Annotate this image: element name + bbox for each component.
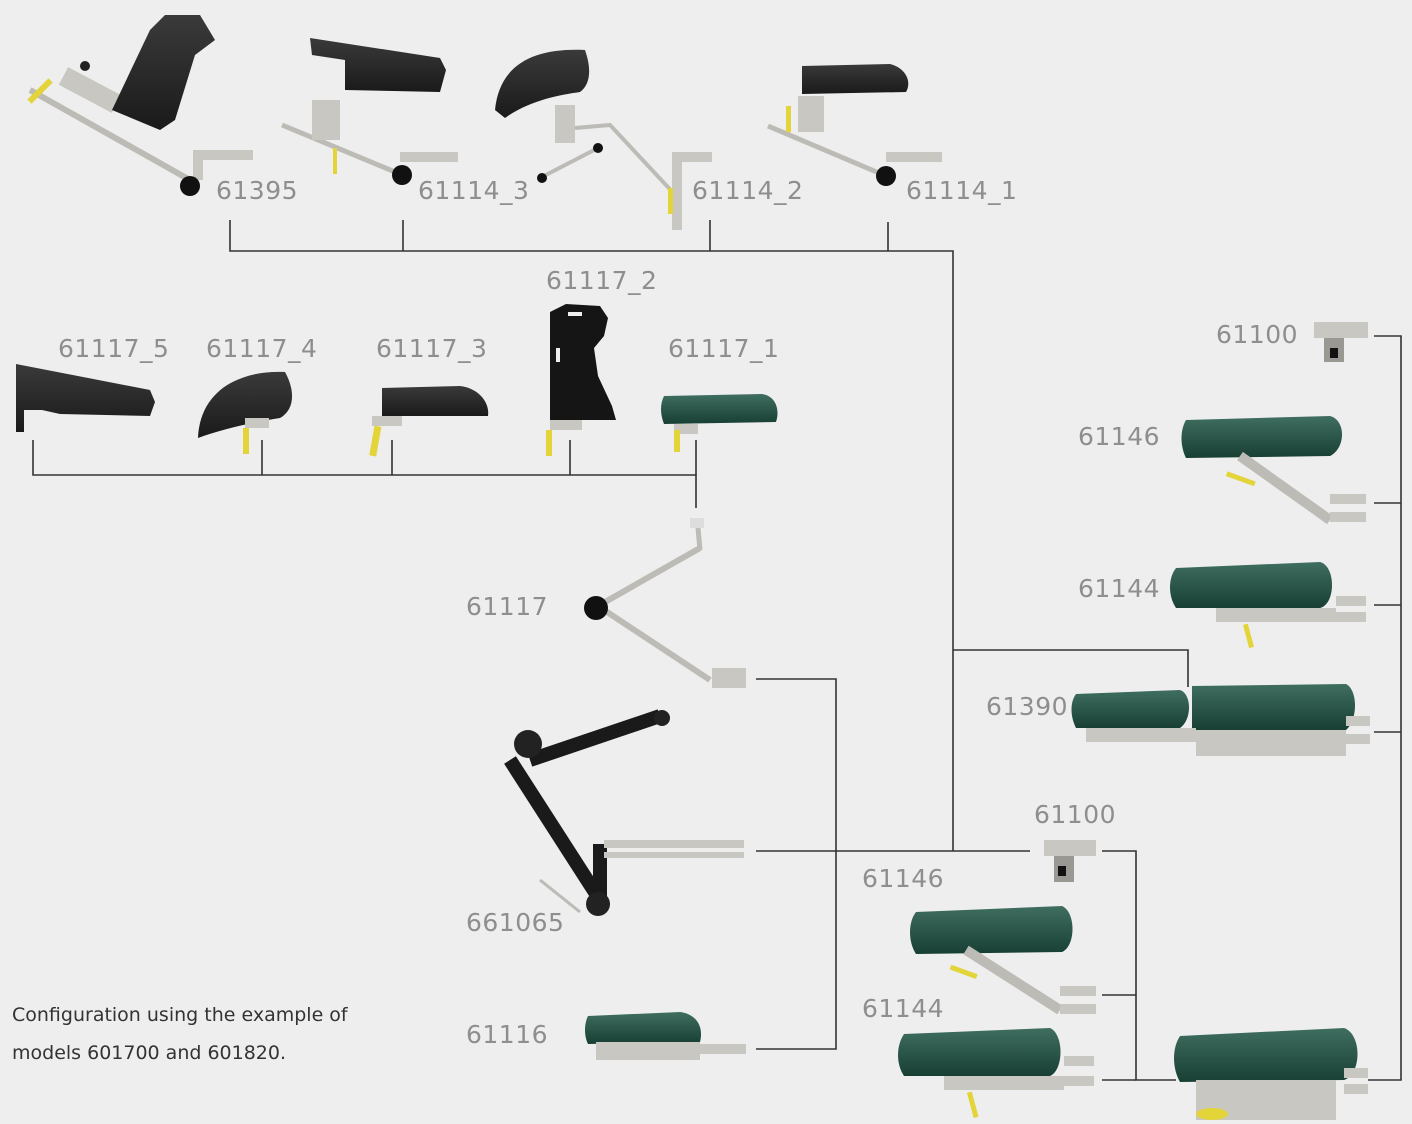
- product-61100-mid: [1044, 840, 1096, 882]
- connector-lines: [32, 220, 1402, 1081]
- label-61146-bottom: 61146: [862, 864, 945, 893]
- product-61100-top: [1314, 322, 1368, 362]
- product-61395: [27, 15, 253, 196]
- product-61117-5: [16, 364, 155, 432]
- label-661065: 661065: [466, 908, 565, 937]
- caption-line-1: Configuration using the example of: [12, 1004, 348, 1026]
- label-61117-1: 61117_1: [668, 334, 780, 363]
- label-61117-2: 61117_2: [546, 266, 658, 295]
- product-61144-bottom: [898, 1028, 1094, 1119]
- product-61146-bottom: [910, 906, 1096, 1015]
- label-61117-4: 61117_4: [206, 334, 318, 363]
- caption-line-2: models 601700 and 601820.: [12, 1042, 287, 1064]
- product-661065: [504, 709, 744, 916]
- product-61114-3: [281, 38, 458, 185]
- product-61390: [1071, 684, 1370, 756]
- label-61100-top: 61100: [1216, 320, 1299, 349]
- label-61116: 61116: [466, 1020, 549, 1049]
- label-61117: 61117: [466, 592, 549, 621]
- product-61116: [585, 1012, 746, 1060]
- product-61117-1: [661, 394, 778, 452]
- label-61390: 61390: [986, 692, 1069, 721]
- label-61117-5: 61117_5: [58, 334, 170, 363]
- product-base-bottom: [1174, 1028, 1368, 1120]
- label-61114-2: 61114_2: [692, 176, 804, 205]
- product-61117-4: [198, 371, 293, 454]
- label-61100-mid: 61100: [1034, 800, 1117, 829]
- configuration-caption: Configuration using the example of model…: [12, 996, 348, 1072]
- product-61117: [584, 518, 746, 688]
- label-61117-3: 61117_3: [376, 334, 488, 363]
- label-61144-right: 61144: [1078, 574, 1161, 603]
- product-61117-3: [369, 386, 489, 457]
- label-61395: 61395: [216, 176, 299, 205]
- label-61146-right: 61146: [1078, 422, 1161, 451]
- product-61114-1: [767, 64, 942, 186]
- label-61114-3: 61114_3: [418, 176, 530, 205]
- product-61114-2: [495, 49, 712, 230]
- label-61144-bottom: 61144: [862, 994, 945, 1023]
- product-61146-right: [1181, 416, 1366, 525]
- product-61144-right: [1170, 562, 1366, 649]
- label-61114-1: 61114_1: [906, 176, 1018, 205]
- product-61117-2: [546, 304, 616, 456]
